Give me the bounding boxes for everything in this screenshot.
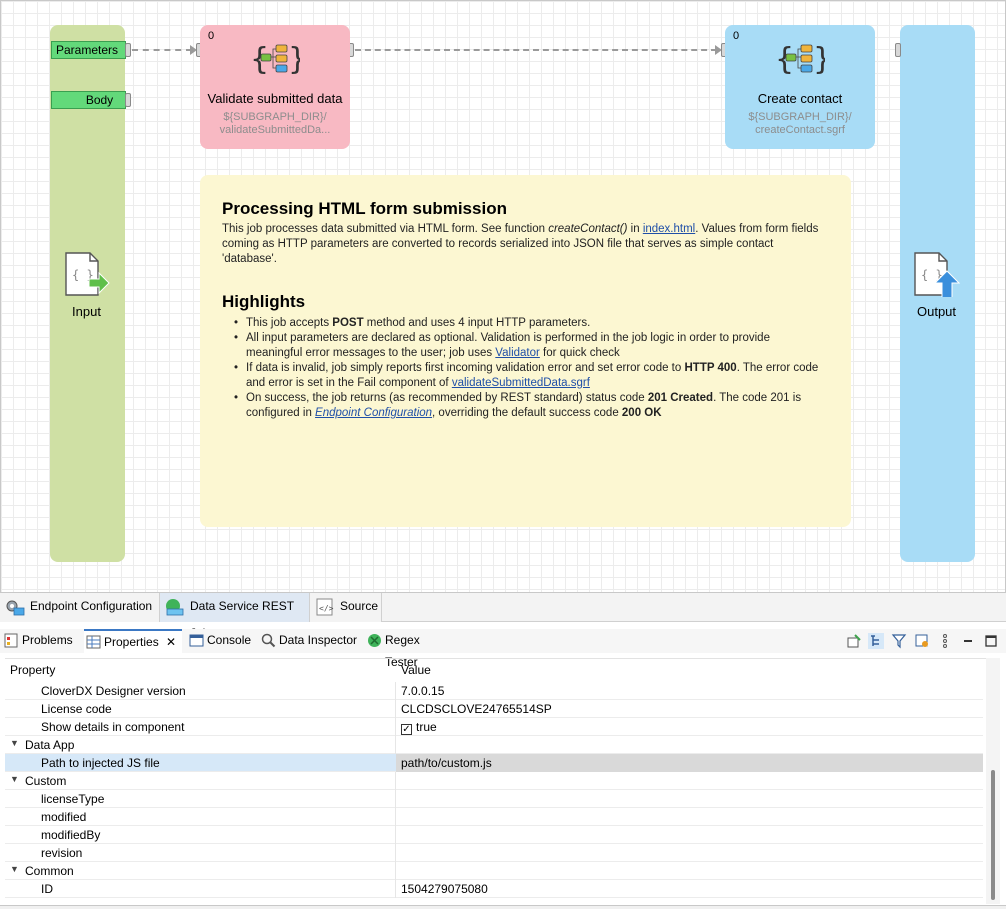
tab-label: Properties	[104, 635, 159, 649]
record-count: 0	[208, 30, 214, 42]
table-row-group[interactable]: ▼ Custom	[5, 772, 983, 790]
subgraph-icon: { }	[250, 37, 300, 81]
categories-icon[interactable]	[868, 633, 884, 649]
svg-text:}: }	[288, 42, 300, 77]
note-box[interactable]: Processing HTML form submission This job…	[200, 175, 851, 527]
index-html-link[interactable]: index.html	[643, 223, 695, 235]
code-icon: </>	[314, 598, 336, 616]
tab-label: Console	[207, 633, 251, 647]
table-row[interactable]: ID 1504279075080	[5, 880, 983, 898]
output-lane-label: Output	[899, 304, 974, 319]
svg-text:}: }	[813, 42, 825, 77]
gear-icon	[4, 598, 26, 616]
table-row[interactable]: Show details in component ✓true	[5, 718, 983, 736]
list-item: This job accepts POST method and uses 4 …	[222, 316, 829, 331]
chevron-down-icon[interactable]: ▼	[10, 738, 19, 748]
properties-icon	[86, 635, 101, 650]
table-row-group[interactable]: ▼ Common	[5, 862, 983, 880]
note-intro: This job processes data submitted via HT…	[222, 222, 829, 267]
tab-problems[interactable]: Problems	[2, 629, 80, 653]
tab-label: Endpoint Configuration	[30, 599, 152, 613]
column-header-value[interactable]: Value	[401, 663, 431, 677]
table-row[interactable]: revision	[5, 844, 983, 862]
create-contact-component[interactable]: 0 { } Create contact ${SUBGRAPH_DIR}/ cr…	[725, 25, 875, 149]
output-input-port[interactable]	[895, 43, 901, 57]
tab-regex-tester[interactable]: Regex Tester	[365, 629, 455, 653]
table-row[interactable]: modifiedBy	[5, 826, 983, 844]
parameters-port[interactable]: Parameters	[51, 41, 126, 59]
note-heading: Processing HTML form submission	[222, 199, 829, 219]
tab-label: Data Inspector	[279, 633, 357, 647]
input-lane-label: Input	[49, 304, 124, 319]
list-item: If data is invalid, job simply reports f…	[222, 361, 829, 391]
console-icon	[189, 633, 204, 648]
component-path: ${SUBGRAPH_DIR}/ validateSubmittedDa...	[200, 111, 350, 137]
window-frame-bottom	[0, 905, 1006, 909]
more-options-icon[interactable]	[937, 633, 953, 649]
table-row-group[interactable]: ▼ Data App	[5, 736, 983, 754]
validate-sgrf-link[interactable]: validateSubmittedData.sgrf	[452, 377, 590, 389]
input-icon: { }	[63, 251, 111, 297]
validate-submitted-data-component[interactable]: 0 { } Validate submitted data ${SUBGRAPH…	[200, 25, 350, 149]
checkbox[interactable]: ✓	[401, 724, 412, 735]
table-row[interactable]: CloverDX Designer version 7.0.0.15	[5, 682, 983, 700]
regex-icon	[367, 633, 382, 648]
minimize-icon[interactable]	[960, 633, 976, 649]
rest-job-icon	[164, 598, 186, 616]
chevron-down-icon[interactable]: ▼	[10, 864, 19, 874]
scrollbar-thumb[interactable]	[991, 770, 995, 900]
pin-icon[interactable]	[846, 633, 862, 649]
close-icon[interactable]: ✕	[166, 631, 176, 653]
validator-link[interactable]: Validator	[495, 347, 540, 359]
table-row-selected[interactable]: Path to injected JS file path/to/custom.…	[5, 754, 983, 772]
tab-data-inspector[interactable]: Data Inspector	[259, 629, 359, 653]
chevron-down-icon[interactable]: ▼	[10, 774, 19, 784]
record-count: 0	[733, 30, 739, 42]
tab-label: Problems	[22, 633, 73, 647]
editor-tab-bar: Endpoint Configuration Data Service REST…	[0, 593, 1006, 622]
tab-endpoint-configuration[interactable]: Endpoint Configuration	[0, 593, 160, 622]
graph-canvas[interactable]: Parameters Body { } Input { } Output 0 {…	[0, 0, 1006, 593]
tab-console[interactable]: Console	[187, 629, 255, 653]
body-port-connector[interactable]	[125, 93, 131, 107]
component-path: ${SUBGRAPH_DIR}/ createContact.sgrf	[725, 111, 875, 137]
problems-icon	[4, 633, 19, 648]
table-header: Property Value	[5, 659, 986, 681]
svg-text:</>: </>	[319, 604, 334, 613]
list-item: On success, the job returns (as recommen…	[222, 391, 829, 421]
tab-data-service-rest-job[interactable]: Data Service REST Job	[160, 593, 310, 622]
parameters-port-connector[interactable]	[125, 43, 131, 57]
highlights-list: This job accepts POST method and uses 4 …	[222, 316, 829, 421]
restore-defaults-icon[interactable]	[914, 633, 930, 649]
search-icon	[261, 633, 276, 648]
endpoint-configuration-link[interactable]: Endpoint Configuration	[315, 407, 432, 419]
subgraph-icon: { }	[775, 37, 825, 81]
list-item: All input parameters are declared as opt…	[222, 331, 829, 361]
properties-table: Property Value CloverDX Designer version…	[5, 658, 986, 904]
table-row[interactable]: License code CLCDSCLOVE24765514SP	[5, 700, 983, 718]
edge-parameters-to-validate[interactable]	[132, 49, 192, 51]
filter-icon[interactable]	[891, 633, 907, 649]
column-header-property[interactable]: Property	[10, 663, 55, 677]
edge-validate-to-create[interactable]	[355, 49, 717, 51]
table-row[interactable]: licenseType	[5, 790, 983, 808]
highlights-heading: Highlights	[222, 292, 829, 312]
table-row[interactable]: modified	[5, 808, 983, 826]
tab-label: Source	[340, 599, 378, 613]
tab-properties[interactable]: Properties ✕	[84, 629, 182, 653]
component-title: Validate submitted data	[200, 91, 350, 106]
output-icon: { }	[912, 251, 962, 299]
tab-source[interactable]: </> Source	[310, 593, 382, 622]
body-port[interactable]: Body	[51, 91, 126, 109]
component-title: Create contact	[725, 91, 875, 106]
maximize-icon[interactable]	[983, 633, 999, 649]
